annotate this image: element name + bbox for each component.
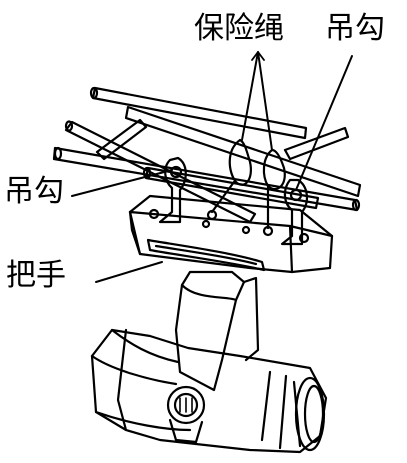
clamp-bar bbox=[142, 166, 320, 210]
leader-lines bbox=[71, 51, 353, 283]
hook-right-label: 吊勾 bbox=[325, 11, 385, 46]
handle-label: 把手 bbox=[6, 258, 66, 293]
leader-hook-right bbox=[295, 55, 353, 191]
truss-pipe-top bbox=[91, 86, 308, 140]
leader-safety-rope bbox=[241, 51, 273, 151]
leader-handle bbox=[95, 261, 163, 283]
truss-pipe-short bbox=[95, 118, 148, 161]
pipe-end-cap bbox=[351, 198, 361, 212]
handle bbox=[146, 238, 266, 272]
fixture-base bbox=[128, 194, 334, 274]
tilt-knob bbox=[166, 385, 206, 444]
pipe-end-cap bbox=[89, 86, 99, 100]
pipe-end-cap bbox=[64, 120, 74, 132]
hook-left-label: 吊勾 bbox=[4, 174, 64, 209]
truss-pipe-cross bbox=[124, 105, 362, 198]
truss-pipe-right bbox=[283, 126, 350, 161]
lens-end bbox=[292, 376, 326, 452]
truss-pipes bbox=[52, 86, 362, 224]
truss-pipe-left-diagonal bbox=[64, 120, 257, 224]
moving-head-body bbox=[90, 328, 328, 454]
leader-hook-left bbox=[71, 169, 173, 197]
pipe-end-cap bbox=[53, 146, 63, 161]
arrowhead bbox=[251, 51, 265, 61]
safety-rope-label: 保险绳 bbox=[194, 11, 284, 46]
yoke-arm bbox=[174, 270, 260, 392]
